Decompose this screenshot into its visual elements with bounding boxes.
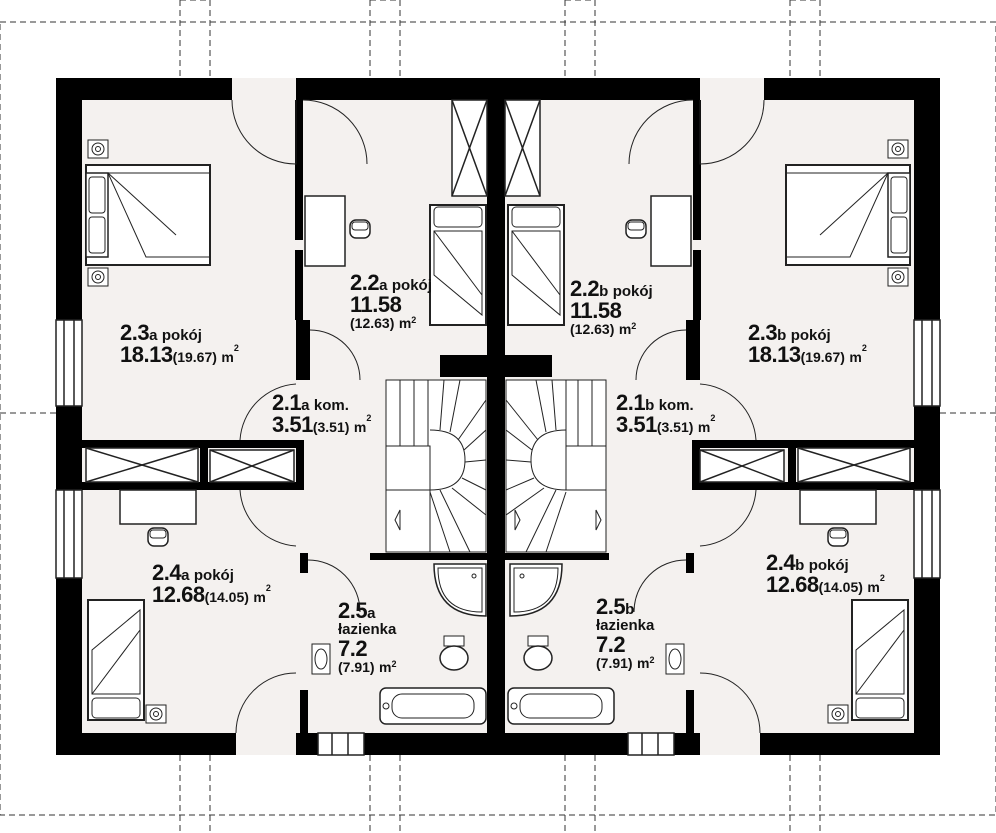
room-name: łazienka bbox=[338, 621, 397, 638]
room-suffix: a bbox=[181, 567, 190, 584]
room-label-2-4b: 2.4b pokój 12.68(14.05) m2 bbox=[766, 552, 885, 596]
room-number: 2.2 bbox=[570, 276, 600, 301]
room-area-gross: (12.63) bbox=[350, 315, 395, 331]
area-unit-sup: 2 bbox=[233, 343, 239, 353]
room-suffix: a bbox=[367, 605, 376, 622]
room-label-2-5b: 2.5b łazienka 7.2 (7.91) m2 bbox=[596, 596, 655, 672]
room-number: 2.2 bbox=[350, 270, 380, 295]
area-unit: m bbox=[849, 349, 862, 365]
room-area-gross: (14.05) bbox=[204, 589, 249, 605]
room-number: 2.5 bbox=[596, 594, 626, 619]
room-suffix: a bbox=[301, 397, 310, 414]
room-name: pokój bbox=[193, 567, 234, 584]
area-unit: m bbox=[398, 315, 412, 331]
room-suffix: b bbox=[645, 397, 655, 414]
room-label-2-1b: 2.1b kom. 3.51(3.51) m2 bbox=[616, 392, 715, 436]
room-label-2-2a: 2.2a pokój 11.58 (12.63) m2 bbox=[350, 272, 432, 332]
room-area: 7.2 bbox=[338, 636, 368, 661]
area-unit: m bbox=[637, 655, 650, 671]
room-area-gross: (14.05) bbox=[818, 579, 863, 595]
room-label-2-4a: 2.4a pokój 12.68(14.05) m2 bbox=[152, 562, 271, 606]
room-number: 2.1 bbox=[272, 390, 302, 415]
room-suffix: a bbox=[149, 327, 158, 344]
room-number: 2.3 bbox=[748, 320, 778, 345]
room-area-gross: (19.67) bbox=[800, 349, 845, 365]
room-area-gross: (7.91) bbox=[338, 659, 375, 675]
area-unit-sup: 2 bbox=[366, 413, 372, 423]
room-number: 2.5 bbox=[338, 598, 368, 623]
area-unit-sup: 2 bbox=[411, 315, 417, 325]
room-area: 18.13 bbox=[120, 342, 173, 367]
room-name: pokój bbox=[612, 283, 653, 300]
area-unit-sup: 2 bbox=[391, 659, 397, 669]
room-number: 2.4 bbox=[766, 550, 796, 575]
area-unit: m bbox=[253, 589, 266, 605]
room-area-gross: (3.51) bbox=[656, 419, 694, 435]
room-suffix: a bbox=[379, 277, 388, 294]
room-area-gross: (3.51) bbox=[312, 419, 350, 435]
room-number: 2.3 bbox=[120, 320, 150, 345]
room-name: kom. bbox=[658, 397, 694, 414]
room-area: 12.68 bbox=[152, 582, 205, 607]
area-unit: m bbox=[618, 321, 632, 337]
room-area-gross: (19.67) bbox=[172, 349, 217, 365]
room-suffix: b bbox=[777, 327, 787, 344]
area-unit: m bbox=[221, 349, 234, 365]
room-name: kom. bbox=[313, 397, 349, 414]
room-suffix: b bbox=[795, 557, 805, 574]
room-area: 18.13 bbox=[748, 342, 801, 367]
room-area-gross: (12.63) bbox=[570, 321, 615, 337]
room-area: 3.51 bbox=[272, 412, 313, 437]
area-unit-sup: 2 bbox=[649, 655, 655, 665]
room-suffix: b bbox=[599, 283, 609, 300]
room-area: 12.68 bbox=[766, 572, 819, 597]
room-label-2-3b: 2.3b pokój 18.13(19.67) m2 bbox=[748, 322, 867, 366]
room-label-2-3a: 2.3a pokój 18.13(19.67) m2 bbox=[120, 322, 239, 366]
area-unit: m bbox=[697, 419, 711, 435]
area-unit-sup: 2 bbox=[879, 573, 885, 583]
room-area-gross: (7.91) bbox=[596, 655, 633, 671]
room-name: pokój bbox=[161, 327, 202, 344]
area-unit-sup: 2 bbox=[710, 413, 716, 423]
room-number: 2.1 bbox=[616, 390, 646, 415]
area-unit-sup: 2 bbox=[631, 321, 637, 331]
room-label-2-1a: 2.1a kom. 3.51(3.51) m2 bbox=[272, 392, 371, 436]
room-name: pokój bbox=[790, 327, 831, 344]
room-area: 11.58 bbox=[570, 298, 622, 323]
room-label-2-5a: 2.5a łazienka 7.2 (7.91) m2 bbox=[338, 600, 397, 676]
area-unit-sup: 2 bbox=[265, 583, 271, 593]
area-unit: m bbox=[379, 659, 392, 675]
room-number: 2.4 bbox=[152, 560, 182, 585]
room-name: pokój bbox=[808, 557, 849, 574]
room-suffix: b bbox=[625, 601, 635, 618]
room-name: łazienka bbox=[596, 617, 655, 634]
area-unit-sup: 2 bbox=[861, 343, 867, 353]
area-unit: m bbox=[867, 579, 880, 595]
room-area: 11.58 bbox=[350, 292, 402, 317]
room-area: 7.2 bbox=[596, 632, 626, 657]
room-label-2-2b: 2.2b pokój 11.58 (12.63) m2 bbox=[570, 278, 653, 338]
room-area: 3.51 bbox=[616, 412, 657, 437]
room-name: pokój bbox=[391, 277, 432, 294]
area-unit: m bbox=[353, 419, 367, 435]
